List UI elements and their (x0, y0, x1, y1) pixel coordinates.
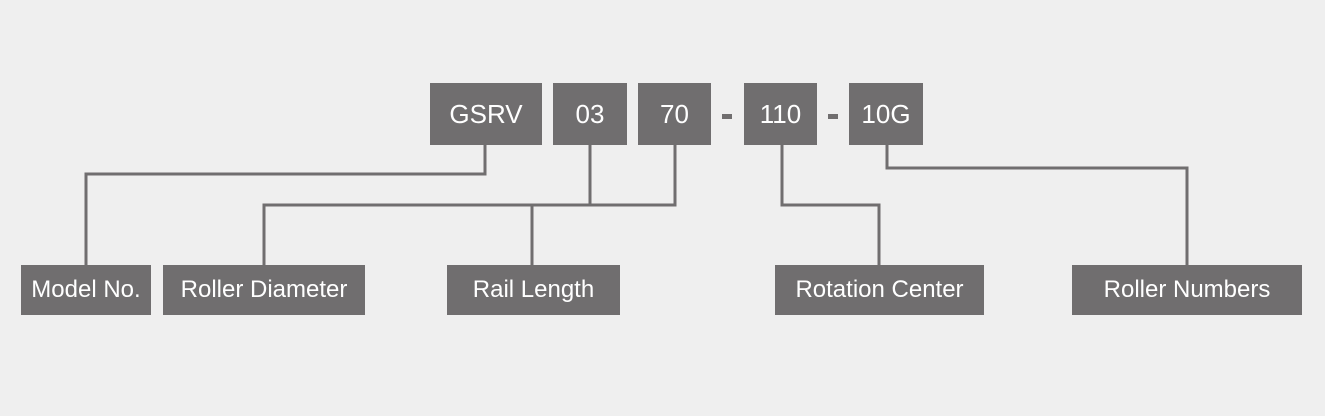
code-segment-model: GSRV (430, 83, 542, 145)
connector-rotation-center (780, 145, 881, 265)
label-roller-diameter: Roller Diameter (163, 265, 365, 315)
code-segment-roller-numbers: 10G (849, 83, 923, 145)
connector-roller-diameter (262, 145, 592, 265)
label-roller-numbers: Roller Numbers (1072, 265, 1302, 315)
connector-model-no (84, 145, 487, 265)
connector-roller-numbers (885, 145, 1189, 265)
label-rotation-center: Rotation Center (775, 265, 984, 315)
separator-dash (722, 114, 732, 119)
label-rail-length: Rail Length (447, 265, 620, 315)
code-segment-diameter: 03 (553, 83, 627, 145)
label-model-no: Model No. (21, 265, 151, 315)
code-segment-rotation-center: 110 (744, 83, 817, 145)
separator-dash (828, 114, 838, 119)
code-segment-rail-length: 70 (638, 83, 711, 145)
connector-rail-length (530, 145, 677, 265)
